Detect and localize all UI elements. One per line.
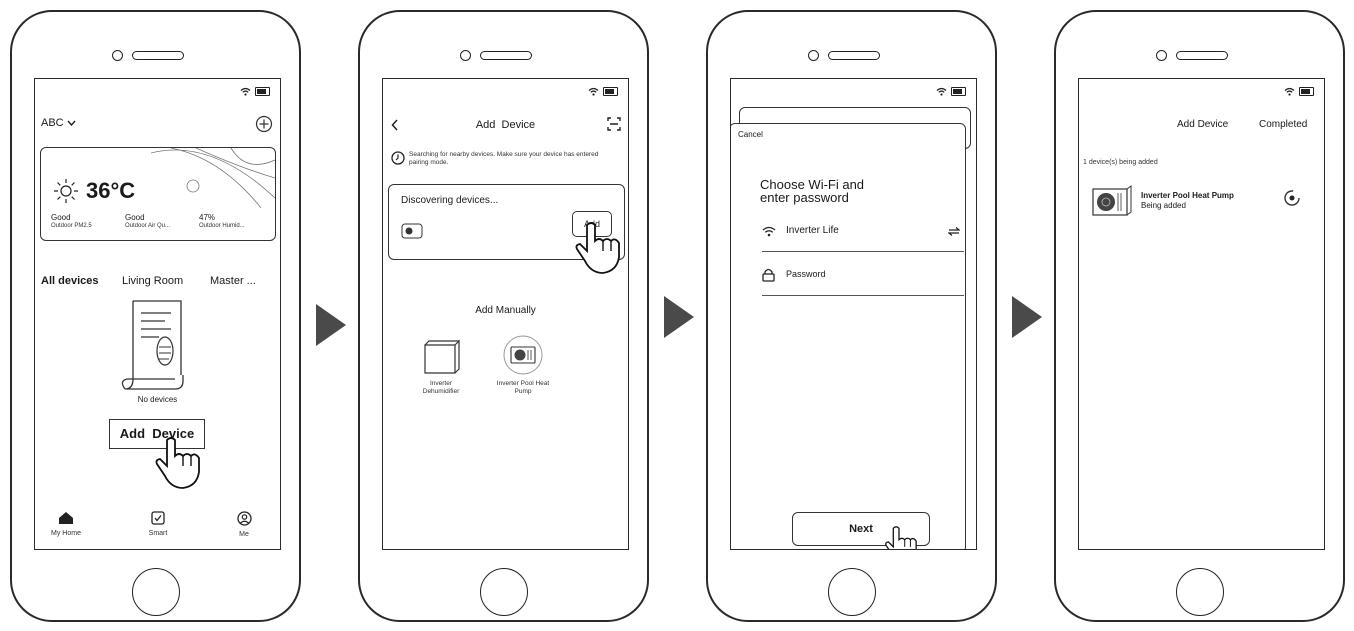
add-circle-icon[interactable]	[255, 115, 273, 133]
speaker-slot	[1176, 51, 1228, 60]
lock-icon	[762, 268, 775, 282]
chevron-down-icon	[67, 120, 76, 126]
user-icon	[236, 511, 252, 526]
heat-pump-icon	[1092, 185, 1132, 216]
adding-count: 1 device(s) being added	[1083, 159, 1158, 166]
battery-icon	[951, 87, 966, 96]
page-title: Add Device	[1177, 119, 1229, 130]
wifi-icon	[1284, 87, 1295, 96]
phone-frame-wifi: Cancel Choose Wi-Fi and enter password I…	[706, 10, 997, 622]
battery-icon	[255, 87, 270, 96]
front-camera	[808, 50, 819, 61]
password-placeholder: Password	[786, 269, 826, 279]
wifi-icon	[240, 87, 251, 96]
loading-spinner-icon	[1284, 190, 1300, 206]
status-bar	[936, 87, 966, 96]
tap-hand-icon	[575, 222, 620, 274]
decorative-curves	[151, 148, 275, 208]
wifi-network-name: Inverter Life	[786, 225, 839, 236]
back-chevron-icon[interactable]	[391, 119, 399, 131]
nav-my-home[interactable]: My Home	[41, 511, 91, 538]
status-bar	[240, 87, 270, 96]
tab-master[interactable]: Master ...	[210, 275, 256, 287]
manual-device-heat-pump[interactable]: Inverter Pool Heat Pump	[491, 335, 555, 396]
battery-icon	[603, 87, 618, 96]
discovering-label: Discovering devices...	[401, 195, 499, 206]
wifi-sheet: Cancel Choose Wi-Fi and enter password I…	[731, 123, 966, 549]
heat-pump-icon	[503, 335, 543, 375]
tab-all-devices[interactable]: All devices	[41, 275, 99, 287]
password-field[interactable]: Password	[762, 264, 964, 296]
tap-hand-icon	[885, 526, 917, 549]
status-bar	[588, 87, 618, 96]
phone-frame-home: ABC 36°C Good Outdoor PM2.5 Good Outdoor…	[10, 10, 301, 622]
home-icon	[59, 512, 73, 524]
step-arrow-2	[664, 296, 694, 338]
next-button[interactable]: Next	[792, 512, 930, 546]
scroll-document-icon	[121, 300, 184, 390]
dehumidifier-icon	[424, 339, 460, 374]
adding-device-status: Being added	[1141, 201, 1186, 210]
screen-home: ABC 36°C Good Outdoor PM2.5 Good Outdoor…	[34, 78, 281, 550]
home-button[interactable]	[480, 568, 528, 616]
phone-frame-add-device: Add Device Searching for nearby devices.…	[358, 10, 649, 622]
scan-icon[interactable]	[607, 117, 621, 131]
nav-me[interactable]: Me	[219, 511, 269, 539]
nav-smart[interactable]: Smart	[133, 511, 183, 538]
device-thumb-icon	[401, 223, 423, 239]
add-manually-heading: Add Manually	[475, 305, 536, 316]
tap-hand-icon	[155, 437, 200, 489]
temperature-value: 36°C	[86, 178, 136, 203]
screen-add-device: Add Device Searching for nearby devices.…	[382, 78, 629, 550]
adding-device-name: Inverter Pool Heat Pump	[1141, 191, 1234, 200]
home-button[interactable]	[1176, 568, 1224, 616]
step-arrow-1	[316, 304, 346, 346]
front-camera	[1156, 50, 1167, 61]
timer-icon	[391, 151, 405, 165]
phone-frame-completed: Add Device Completed 1 device(s) being a…	[1054, 10, 1345, 622]
battery-icon	[1299, 87, 1314, 96]
checkbox-icon	[151, 511, 165, 525]
switch-network-icon[interactable]	[948, 227, 960, 236]
speaker-slot	[132, 51, 184, 60]
add-device-button[interactable]: Add Device	[109, 419, 205, 449]
home-button[interactable]	[132, 568, 180, 616]
weather-stat-2: 47% Outdoor Humid...	[199, 213, 245, 229]
bottom-nav: My Home Smart Me	[35, 505, 280, 549]
cancel-link[interactable]: Cancel	[738, 130, 763, 139]
searching-hint: Searching for nearby devices. Make sure …	[409, 151, 599, 166]
sun-icon	[54, 179, 78, 203]
completed-link[interactable]: Completed	[1259, 119, 1308, 130]
wifi-heading: Choose Wi-Fi and enter password	[760, 177, 865, 205]
front-camera	[112, 50, 123, 61]
screen-wifi: Cancel Choose Wi-Fi and enter password I…	[730, 78, 977, 550]
home-selector[interactable]: ABC	[41, 117, 76, 129]
step-arrow-3	[1012, 296, 1042, 338]
tab-living-room[interactable]: Living Room	[122, 275, 184, 287]
front-camera	[460, 50, 471, 61]
speaker-slot	[828, 51, 880, 60]
weather-stat-1: Good Outdoor Air Qu...	[125, 213, 171, 229]
speaker-slot	[480, 51, 532, 60]
wifi-icon	[936, 87, 947, 96]
weather-stat-0: Good Outdoor PM2.5	[51, 213, 92, 229]
home-button[interactable]	[828, 568, 876, 616]
wifi-network-row[interactable]: Inverter Life	[762, 222, 964, 252]
page-title: Add Device	[475, 119, 536, 131]
adding-device-row: Inverter Pool Heat Pump Being added	[1083, 183, 1321, 223]
empty-state-text: No devices	[137, 395, 178, 404]
status-bar	[1284, 87, 1314, 96]
screen-completed: Add Device Completed 1 device(s) being a…	[1078, 78, 1325, 550]
manual-device-dehumidifier[interactable]: Inverter Dehumidifier	[411, 339, 471, 396]
wifi-icon	[588, 87, 599, 96]
wifi-icon	[762, 226, 776, 237]
home-name: ABC	[41, 117, 64, 129]
weather-card: 36°C Good Outdoor PM2.5 Good Outdoor Air…	[40, 147, 276, 241]
